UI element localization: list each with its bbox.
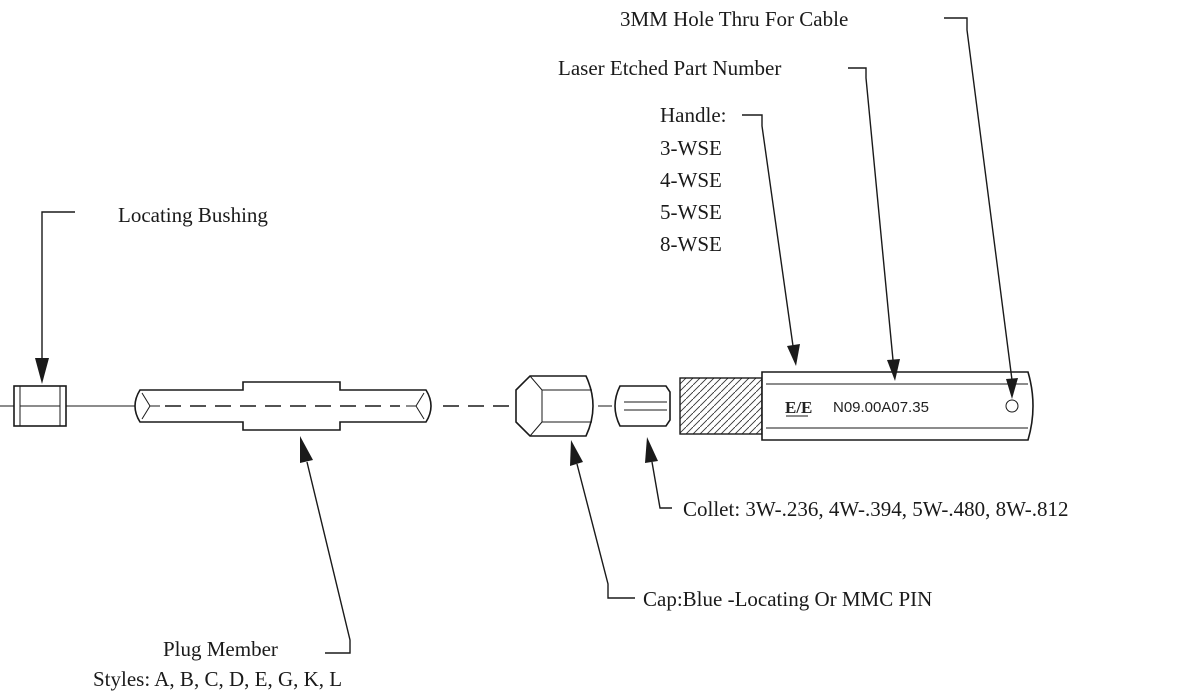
cable-hole xyxy=(1005,399,1019,413)
part-number-label: Laser Etched Part Number xyxy=(558,56,781,80)
handle: E/E N09.00A07.35 xyxy=(761,371,1034,441)
cap xyxy=(515,375,594,437)
leader-collet xyxy=(645,437,672,509)
leader-plug xyxy=(300,436,351,654)
handle-model-8: 8-WSE xyxy=(660,232,722,256)
handle-title-label: Handle: xyxy=(660,103,726,127)
leader-hole xyxy=(944,17,1018,399)
collet xyxy=(614,385,671,427)
plug-member xyxy=(134,381,432,431)
leader-bushing xyxy=(35,211,75,384)
leader-handle xyxy=(742,114,800,366)
handle-knurl xyxy=(679,377,763,435)
hole-label: 3MM Hole Thru For Cable xyxy=(620,7,848,31)
handle-part-number: N09.00A07.35 xyxy=(833,399,929,416)
handle-logo: E/E xyxy=(785,398,812,417)
collet-label: Collet: 3W-.236, 4W-.394, 5W-.480, 8W-.8… xyxy=(683,497,1069,521)
plug-styles-label: Styles: A, B, C, D, E, G, K, L xyxy=(93,667,342,691)
leader-cap xyxy=(570,440,635,599)
bushing-label: Locating Bushing xyxy=(118,203,268,227)
locating-bushing xyxy=(13,385,67,427)
cap-label: Cap:Blue -Locating Or MMC PIN xyxy=(643,587,932,611)
handle-model-4: 4-WSE xyxy=(660,168,722,192)
handle-model-3: 3-WSE xyxy=(660,136,722,160)
handle-model-5: 5-WSE xyxy=(660,200,722,224)
plug-title-label: Plug Member xyxy=(163,637,278,661)
leader-part-number xyxy=(848,67,900,381)
